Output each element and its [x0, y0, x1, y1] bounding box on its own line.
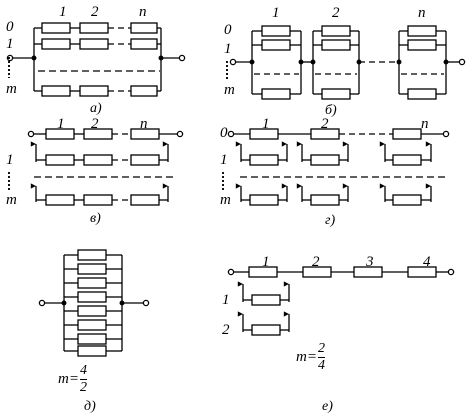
panel-v-element-label-2: 2 [91, 116, 99, 132]
panel-v-scheme [27, 128, 184, 206]
panel-v-row-ellipsis [8, 171, 10, 191]
panel-b-row-label-0: 0 [224, 22, 232, 38]
panel-v-caption: в) [90, 211, 101, 226]
panel-d-formula-lhs: m= [58, 371, 79, 387]
panel-d-formula-denominator: 2 [79, 380, 87, 395]
panel-a-element-label-1: 1 [59, 4, 67, 20]
panel-a-element-label-n: n [139, 4, 147, 20]
panel-e-scheme [227, 266, 455, 336]
panel-d-caption: д) [84, 399, 96, 414]
panel-e-formula-numerator: 2 [317, 341, 325, 356]
panel-e-formula-denominator: 4 [317, 358, 325, 373]
panel-b-row-label-m: m [224, 82, 235, 98]
panel-e-row-label-2: 2 [222, 322, 230, 338]
panel-e-row-label-1: 1 [222, 292, 230, 308]
panel-e-element-label-4: 4 [423, 254, 431, 270]
panel-a-row-label-m: m [6, 81, 17, 97]
panel-b-element-label-2: 2 [332, 5, 340, 21]
panel-a-scheme [6, 22, 186, 97]
panel-e-element-label-2: 2 [312, 254, 320, 270]
panel-b-element-label-1: 1 [272, 5, 280, 21]
panel-b-row-label-1: 1 [224, 41, 232, 57]
panel-d-scheme [38, 249, 150, 357]
panel-b-element-label-n: n [418, 5, 426, 21]
panel-d-formula: m= 4 2 [58, 364, 87, 395]
panel-v-element-label-n: n [140, 116, 148, 132]
panel-e-formula: m= 2 4 [296, 342, 325, 373]
panel-g-element-label-1: 1 [262, 116, 270, 132]
panel-v-row-label-1: 1 [6, 152, 14, 168]
panel-a-caption: а) [90, 101, 102, 116]
panel-a-row-label-1: 1 [6, 36, 14, 52]
panel-e-element-label-1: 1 [262, 254, 270, 270]
panel-v-element-label-1: 1 [57, 116, 65, 132]
panel-g-scheme [227, 128, 450, 206]
panel-g-caption: г) [325, 213, 336, 228]
panel-b-row-ellipsis [226, 60, 228, 80]
panel-e-formula-lhs: m= [296, 349, 317, 365]
panel-g-row-label-m: m [220, 192, 231, 208]
panel-a-element-label-2: 2 [91, 4, 99, 20]
panel-e-element-label-3: 3 [366, 254, 374, 270]
panel-b-caption: б) [325, 103, 337, 118]
panel-g-row-label-0: 0 [220, 125, 228, 141]
panel-v-row-label-m: m [6, 192, 17, 208]
panel-g-row-label-1: 1 [220, 152, 228, 168]
panel-d-formula-numerator: 4 [79, 363, 87, 378]
panel-g-element-label-n: n [421, 116, 429, 132]
panel-a-row-ellipsis [8, 56, 10, 78]
panel-g-element-label-2: 2 [321, 116, 329, 132]
panel-g-row-ellipsis [222, 171, 224, 191]
panel-a-row-label-0: 0 [6, 19, 14, 35]
panel-e-caption: е) [322, 399, 333, 414]
panel-b-scheme [229, 25, 466, 100]
